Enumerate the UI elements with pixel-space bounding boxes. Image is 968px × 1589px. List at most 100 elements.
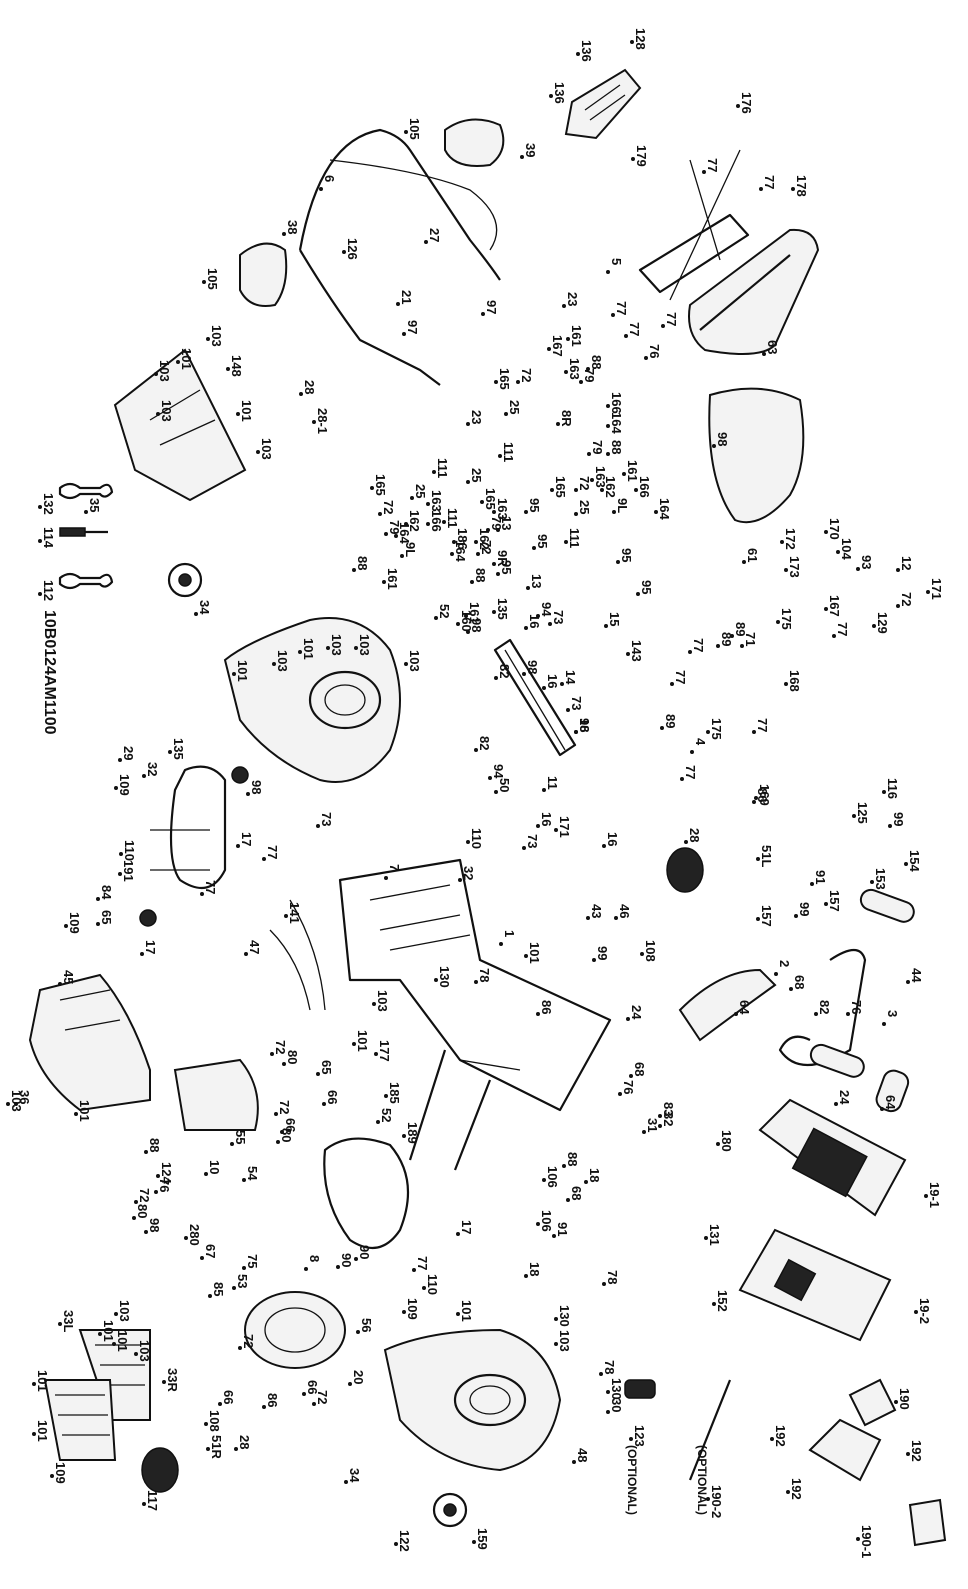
callout-label-290: 190	[897, 1388, 912, 1410]
optional-note-123: (OPTIONAL)	[695, 1445, 709, 1515]
callout-dot-59	[712, 444, 716, 448]
callout-dot-270	[32, 1432, 36, 1436]
callout-dot-161	[96, 897, 100, 901]
callout-dot-147	[488, 776, 492, 780]
callout-dot-244	[184, 1236, 188, 1240]
callout-label-235: 55	[233, 1130, 248, 1144]
callout-label-60: 61	[745, 548, 760, 562]
callout-label-81: 164	[453, 540, 468, 562]
seat-pan	[688, 228, 820, 355]
callout-dot-109	[232, 672, 236, 676]
callout-dot-190	[906, 980, 910, 984]
callout-dot-55	[574, 512, 578, 516]
cover-38	[239, 242, 288, 307]
callout-dot-212	[658, 1114, 662, 1118]
callout-label-132: 89	[663, 714, 678, 728]
callout-dot-110	[272, 662, 276, 666]
callout-dot-237	[144, 1150, 148, 1154]
callout-dot-285	[344, 1480, 348, 1484]
callout-label-161: 84	[99, 885, 114, 900]
callout-label-36: 161	[569, 325, 584, 347]
callout-label-203: 36	[17, 1090, 32, 1104]
callout-dot-51	[634, 488, 638, 492]
callout-label-21: 76	[647, 344, 662, 358]
callout-label-293: 192	[789, 1478, 804, 1500]
cover-39	[444, 118, 505, 167]
callout-label-50: 163	[593, 466, 608, 488]
pulley-20	[244, 1291, 346, 1369]
callout-dot-194	[789, 987, 793, 991]
callout-label-224: 19-1	[927, 1182, 942, 1208]
callout-label-198: 24	[837, 1090, 852, 1105]
callout-dot-39	[494, 380, 498, 384]
callout-label-146: 82	[477, 736, 492, 750]
callout-dot-45	[498, 454, 502, 458]
callout-dot-24	[202, 280, 206, 284]
callout-dot-127	[776, 620, 780, 624]
callout-label-176: 99	[595, 946, 610, 960]
callout-label-216: 88	[565, 1152, 580, 1166]
callout-label-94: 172	[783, 528, 798, 550]
callout-label-95: 170	[827, 518, 842, 540]
callout-label-99: 12	[899, 556, 914, 570]
callout-label-275: 109	[405, 1298, 420, 1320]
callout-dot-92	[604, 624, 608, 628]
callout-dot-265	[98, 1332, 102, 1336]
callout-dot-139	[680, 777, 684, 781]
callout-label-10: 6	[322, 175, 337, 182]
callout-label-87: 95	[499, 560, 514, 574]
callout-label-223: 180	[719, 1130, 734, 1152]
callout-label-238: 124	[159, 1162, 174, 1184]
callout-dot-43	[504, 412, 508, 416]
callout-label-70: 79	[387, 520, 402, 534]
callout-dot-228	[270, 1052, 274, 1056]
callout-dot-112	[326, 646, 330, 650]
callout-dot-215	[642, 1130, 646, 1134]
callout-label-200: 141	[287, 902, 302, 924]
callout-dot-62	[426, 522, 430, 526]
callout-dot-247	[232, 1286, 236, 1290]
callout-label-120: 73	[551, 610, 566, 624]
callout-dot-292	[770, 1437, 774, 1441]
callout-label-4: 179	[634, 145, 649, 167]
callout-label-226: 19-2	[917, 1298, 932, 1324]
callout-dot-83	[464, 614, 468, 618]
callout-label-291: 192	[909, 1440, 924, 1462]
drive-belt-54	[323, 1137, 410, 1250]
callout-label-9: 105	[407, 118, 422, 140]
callout-dot-197	[882, 1022, 886, 1026]
callout-label-171: 78	[477, 968, 492, 982]
callout-label-239: 10	[207, 1160, 222, 1174]
callout-label-192: 24	[629, 1005, 644, 1020]
screwdriver-114	[59, 527, 86, 537]
callout-label-38: 163	[567, 358, 582, 380]
callout-label-34: 23	[469, 410, 484, 424]
callout-label-112: 103	[329, 634, 344, 656]
callout-dot-166	[466, 840, 470, 844]
callout-dot-64	[370, 486, 374, 490]
callout-dot-251	[354, 1257, 358, 1261]
callout-dot-257	[312, 1402, 316, 1406]
callout-dot-42	[606, 404, 610, 408]
callout-label-58: 111	[567, 528, 582, 548]
callout-label-52: 165	[553, 476, 568, 498]
callout-label-110: 103	[275, 650, 290, 672]
callout-dot-131	[670, 682, 674, 686]
callout-dot-230	[316, 1072, 320, 1076]
callout-dot-68	[426, 502, 430, 506]
callout-label-188: 157	[759, 905, 774, 927]
callout-label-117: 52	[437, 604, 452, 618]
callout-dot-10	[319, 187, 323, 191]
callout-label-152: 98	[249, 780, 264, 794]
callout-dot-241	[134, 1200, 138, 1204]
callout-dot-202	[58, 982, 62, 986]
callout-label-67: 9L	[403, 542, 418, 557]
callout-dot-136	[784, 682, 788, 686]
callout-label-175: 46	[617, 904, 632, 918]
callout-dot-99	[896, 568, 900, 572]
callout-dot-1	[576, 52, 580, 56]
callout-label-237: 88	[147, 1138, 162, 1152]
callout-label-93: 143	[629, 640, 644, 662]
callout-label-51: 166	[637, 476, 652, 498]
